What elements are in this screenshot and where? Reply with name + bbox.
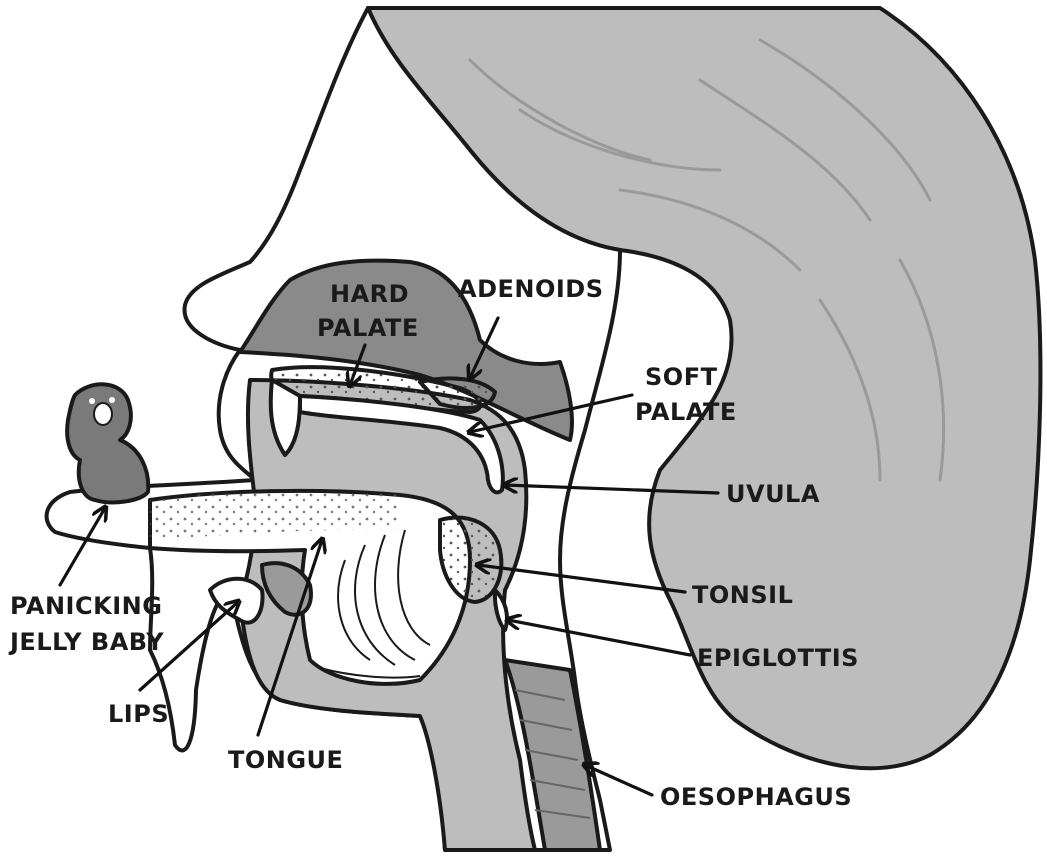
- label-jelly-baby-line2: JELLY BABY: [8, 628, 164, 656]
- label-adenoids: ADENOIDS: [458, 275, 604, 303]
- label-hard-palate-line2: PALATE: [317, 314, 419, 342]
- label-uvula: UVULA: [726, 480, 820, 508]
- label-soft-palate-line2: PALATE: [635, 398, 737, 426]
- label-tonsil: TONSIL: [692, 581, 793, 609]
- label-oesophagus: OESOPHAGUS: [660, 783, 852, 811]
- label-epiglottis: EPIGLOTTIS: [697, 644, 859, 672]
- jelly-baby-figure: [67, 384, 148, 502]
- label-soft-palate-line1: SOFT: [645, 363, 718, 391]
- label-hard-palate-line1: HARD: [330, 280, 409, 308]
- label-lips: LIPS: [108, 700, 169, 728]
- label-tongue: TONGUE: [228, 746, 343, 774]
- label-jelly-baby-line1: PANICKING: [10, 592, 162, 620]
- lower-lip: [210, 579, 263, 623]
